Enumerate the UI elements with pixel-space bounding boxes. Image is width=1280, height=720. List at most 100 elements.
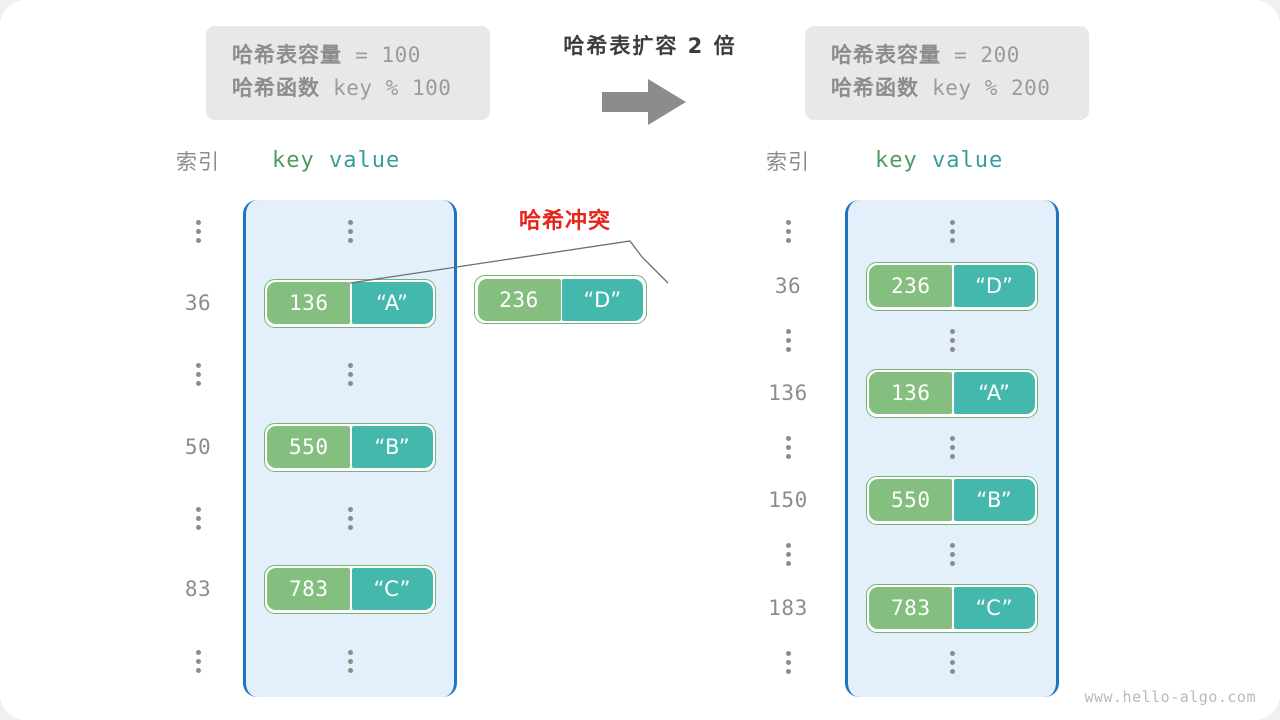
header-value-right: value — [932, 148, 1004, 173]
index-ellipsis-icon — [195, 503, 201, 533]
row-ellipsis-icon — [949, 216, 955, 246]
pair-value: “A” — [953, 372, 1035, 414]
header-value-left: value — [329, 148, 401, 173]
index-ellipsis-icon — [785, 539, 791, 569]
pair-value: “C” — [351, 568, 433, 610]
key-value-pair: 783“C” — [865, 583, 1039, 633]
table-row: 550“B” — [845, 472, 1059, 528]
key-value-pair: 550“B” — [263, 422, 437, 472]
hash-table-info-right: 哈希表容量 = 200 哈希函数 key % 200 — [805, 26, 1089, 120]
table-row-ellipsis — [243, 346, 457, 402]
capacity-line-right: 哈希表容量 = 200 — [831, 39, 1063, 72]
collision-pair: 236 “D” — [474, 275, 647, 324]
index-label: 183 — [768, 596, 808, 620]
capacity-label-right: 哈希表容量 — [831, 43, 941, 67]
page-title: 哈希表扩容 2 倍 — [563, 34, 737, 58]
row-ellipsis-icon — [949, 325, 955, 355]
collision-leader-lines — [349, 240, 669, 284]
table-row-ellipsis — [845, 203, 1059, 259]
key-value-pair: 136“A” — [263, 278, 437, 328]
index-ellipsis-icon — [785, 216, 791, 246]
collision-pair-key: 236 — [477, 278, 561, 321]
pair-key: 550 — [869, 479, 953, 521]
pair-value: “A” — [351, 282, 433, 324]
index-label: 136 — [768, 381, 808, 405]
hash-table-info-left: 哈希表容量 = 100 哈希函数 key % 100 — [206, 26, 490, 120]
row-ellipsis-icon — [347, 503, 353, 533]
index-ellipsis-icon — [785, 647, 791, 677]
function-expr-left: key % 100 — [320, 76, 452, 100]
function-expr-right: key % 200 — [919, 76, 1051, 100]
function-line-left: 哈希函数 key % 100 — [232, 72, 464, 105]
collision-pair-value: “D” — [562, 278, 643, 321]
header-key-right: key — [875, 148, 918, 173]
row-ellipsis-icon — [347, 646, 353, 676]
index-ellipsis — [746, 526, 830, 582]
table-row: 550“B” — [243, 419, 457, 475]
pair-key: 783 — [267, 568, 351, 610]
index-ellipsis — [746, 634, 830, 690]
index-label: 36 — [184, 291, 212, 315]
index-ellipsis — [156, 490, 240, 546]
pair-value: “D” — [953, 265, 1035, 307]
row-ellipsis-icon — [347, 359, 353, 389]
capacity-expr-left: = 100 — [342, 43, 421, 67]
pair-key: 236 — [869, 265, 953, 307]
index-ellipsis-icon — [195, 216, 201, 246]
row-ellipsis-icon — [949, 432, 955, 462]
index-label: 83 — [184, 577, 212, 601]
index-ellipsis-icon — [195, 359, 201, 389]
index-ellipsis — [746, 203, 830, 259]
table-row-ellipsis — [845, 419, 1059, 475]
table-row: 136“A” — [243, 275, 457, 331]
pair-value: “C” — [953, 587, 1035, 629]
table-row-ellipsis — [845, 634, 1059, 690]
index-ellipsis — [746, 419, 830, 475]
header-index-right: 索引 — [766, 150, 810, 174]
index-label: 150 — [768, 488, 808, 512]
function-line-right: 哈希函数 key % 200 — [831, 72, 1063, 105]
key-value-pair: 136“A” — [865, 368, 1039, 418]
table-row: 136“A” — [845, 365, 1059, 421]
index-ellipsis-icon — [785, 432, 791, 462]
pair-key: 783 — [869, 587, 953, 629]
capacity-label-left: 哈希表容量 — [232, 43, 342, 67]
pair-value: “B” — [351, 426, 433, 468]
table-row: 783“C” — [243, 561, 457, 617]
index-ellipsis-icon — [785, 325, 791, 355]
table-row-ellipsis — [243, 203, 457, 259]
table-row-ellipsis — [845, 526, 1059, 582]
pair-key: 550 — [267, 426, 351, 468]
row-ellipsis-icon — [347, 216, 353, 246]
pair-key: 136 — [267, 282, 351, 324]
index-ellipsis — [156, 633, 240, 689]
right-arrow-icon — [602, 79, 686, 125]
table-row-ellipsis — [845, 312, 1059, 368]
row-ellipsis-icon — [949, 539, 955, 569]
key-value-pair: 783“C” — [263, 564, 437, 614]
index-label: 50 — [184, 435, 212, 459]
pair-key: 136 — [869, 372, 953, 414]
watermark: www.hello-algo.com — [1084, 688, 1256, 706]
capacity-line-left: 哈希表容量 = 100 — [232, 39, 464, 72]
index-ellipsis — [746, 312, 830, 368]
row-ellipsis-icon — [949, 647, 955, 677]
index-label: 36 — [774, 274, 802, 298]
function-label-left: 哈希函数 — [232, 76, 320, 100]
function-label-right: 哈希函数 — [831, 76, 919, 100]
index-ellipsis — [156, 346, 240, 402]
header-key-left: key — [272, 148, 315, 173]
pair-value: “B” — [953, 479, 1035, 521]
index-ellipsis — [156, 203, 240, 259]
table-row-ellipsis — [243, 490, 457, 546]
table-row-ellipsis — [243, 633, 457, 689]
index-ellipsis-icon — [195, 646, 201, 676]
collision-label: 哈希冲突 — [518, 209, 611, 234]
header-index-left: 索引 — [176, 150, 220, 174]
table-row: 783“C” — [845, 580, 1059, 636]
header-keyvalue-right: key value — [875, 148, 1003, 173]
key-value-pair: 550“B” — [865, 475, 1039, 525]
header-keyvalue-left: key value — [272, 148, 400, 173]
capacity-expr-right: = 200 — [941, 43, 1020, 67]
